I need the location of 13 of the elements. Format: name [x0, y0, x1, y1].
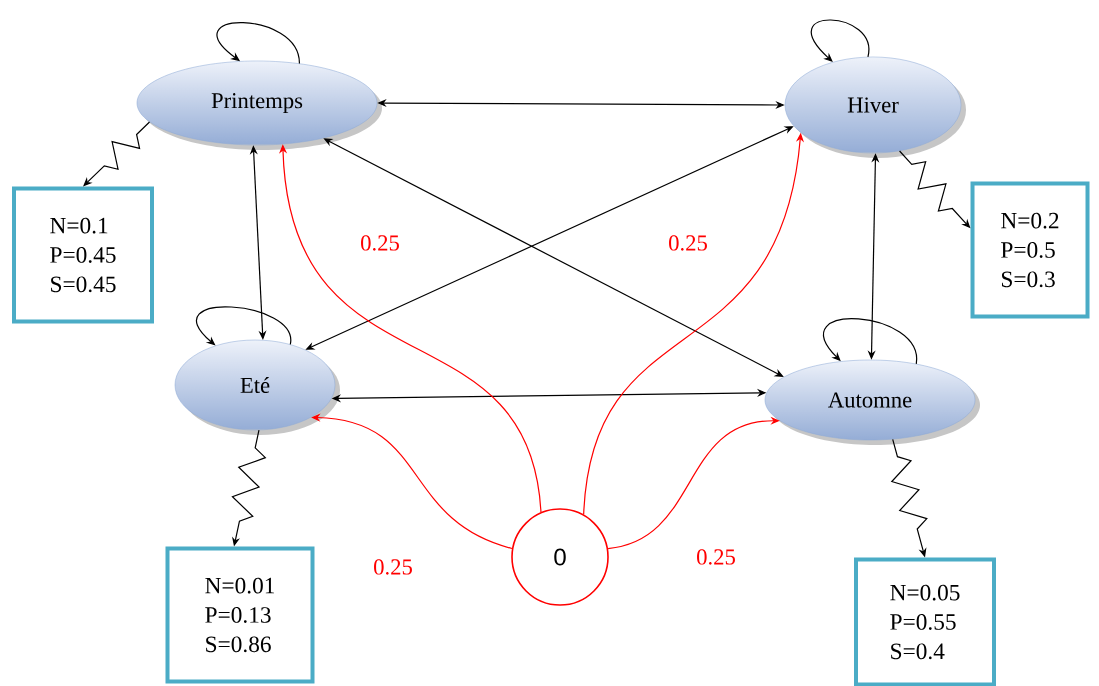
loop-arrow — [195, 306, 291, 346]
loop-arrow — [811, 19, 870, 62]
zigzag-arrow — [83, 121, 151, 187]
edge-label: 0.25 — [669, 235, 707, 251]
edge-label: 0.25 — [697, 549, 735, 565]
loop-arrow — [822, 318, 917, 365]
probability-box: N=0.05 P=0.55 S=0.4 — [854, 557, 996, 686]
probability-box: N=0.2 P=0.5 S=0.3 — [970, 181, 1090, 319]
edge-label: 0.25 — [361, 235, 399, 251]
probability-box: N=0.1 P=0.45 S=0.45 — [12, 186, 154, 324]
probability-box: N=0.01 P=0.13 S=0.86 — [165, 546, 315, 684]
edge-label: 0.25 — [374, 559, 412, 575]
loop-arrow — [216, 22, 300, 65]
